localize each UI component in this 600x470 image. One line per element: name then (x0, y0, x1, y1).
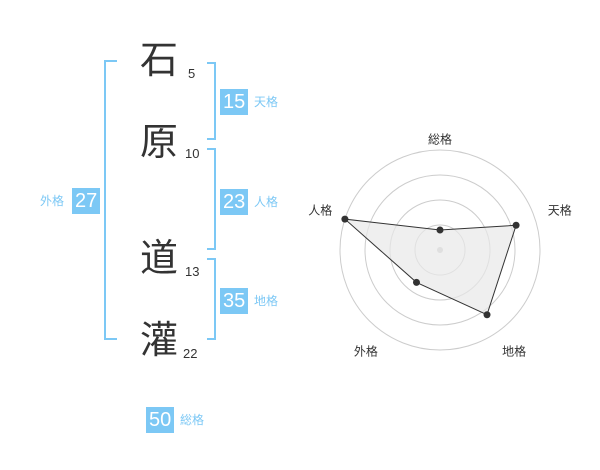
soukaku-label: 総格 (180, 413, 205, 427)
gaikaku-value: 27 (72, 188, 101, 214)
radar-ring-4 (339, 149, 541, 351)
stroke-count-1: 5 (188, 66, 196, 81)
jinkaku-label: 人格 (254, 195, 279, 209)
radar-axis-label-5: 人格 (308, 203, 332, 218)
radar-point-3 (483, 311, 491, 319)
radar-axis-label-1: 総格 (428, 132, 452, 147)
gaikaku-label: 外格 (40, 194, 65, 208)
name-char-3: 道 (140, 236, 179, 280)
name-char-2: 原 (140, 120, 179, 164)
radar-axis-label-3: 地格 (502, 343, 526, 358)
chikaku-bracket (207, 258, 216, 340)
stroke-count-4: 22 (183, 346, 198, 361)
tenkaku-label: 天格 (254, 95, 279, 109)
jinkaku-value: 23 (220, 189, 249, 215)
chikaku-label: 地格 (254, 294, 279, 308)
tenkaku-value: 15 (220, 89, 249, 115)
chikaku-value: 35 (220, 288, 249, 314)
tenkaku-bracket (207, 62, 216, 140)
name-char-1: 石 (140, 38, 179, 82)
stroke-count-3: 13 (185, 264, 200, 279)
radar-ring-3 (364, 174, 516, 326)
radar-point-5 (341, 215, 349, 223)
jinkaku-bracket (207, 148, 216, 250)
radar-area (343, 218, 517, 316)
soukaku-value: 50 (146, 407, 175, 433)
stroke-count-2: 10 (185, 146, 200, 161)
radar-axis-label-4: 外格 (354, 343, 378, 358)
radar-point-1 (436, 226, 444, 234)
name-char-4: 灌 (140, 318, 179, 362)
radar-axis-label-2: 天格 (548, 203, 572, 218)
radar-point-4 (412, 278, 420, 286)
radar-point-2 (512, 221, 520, 229)
gaikaku-bracket (104, 60, 117, 340)
